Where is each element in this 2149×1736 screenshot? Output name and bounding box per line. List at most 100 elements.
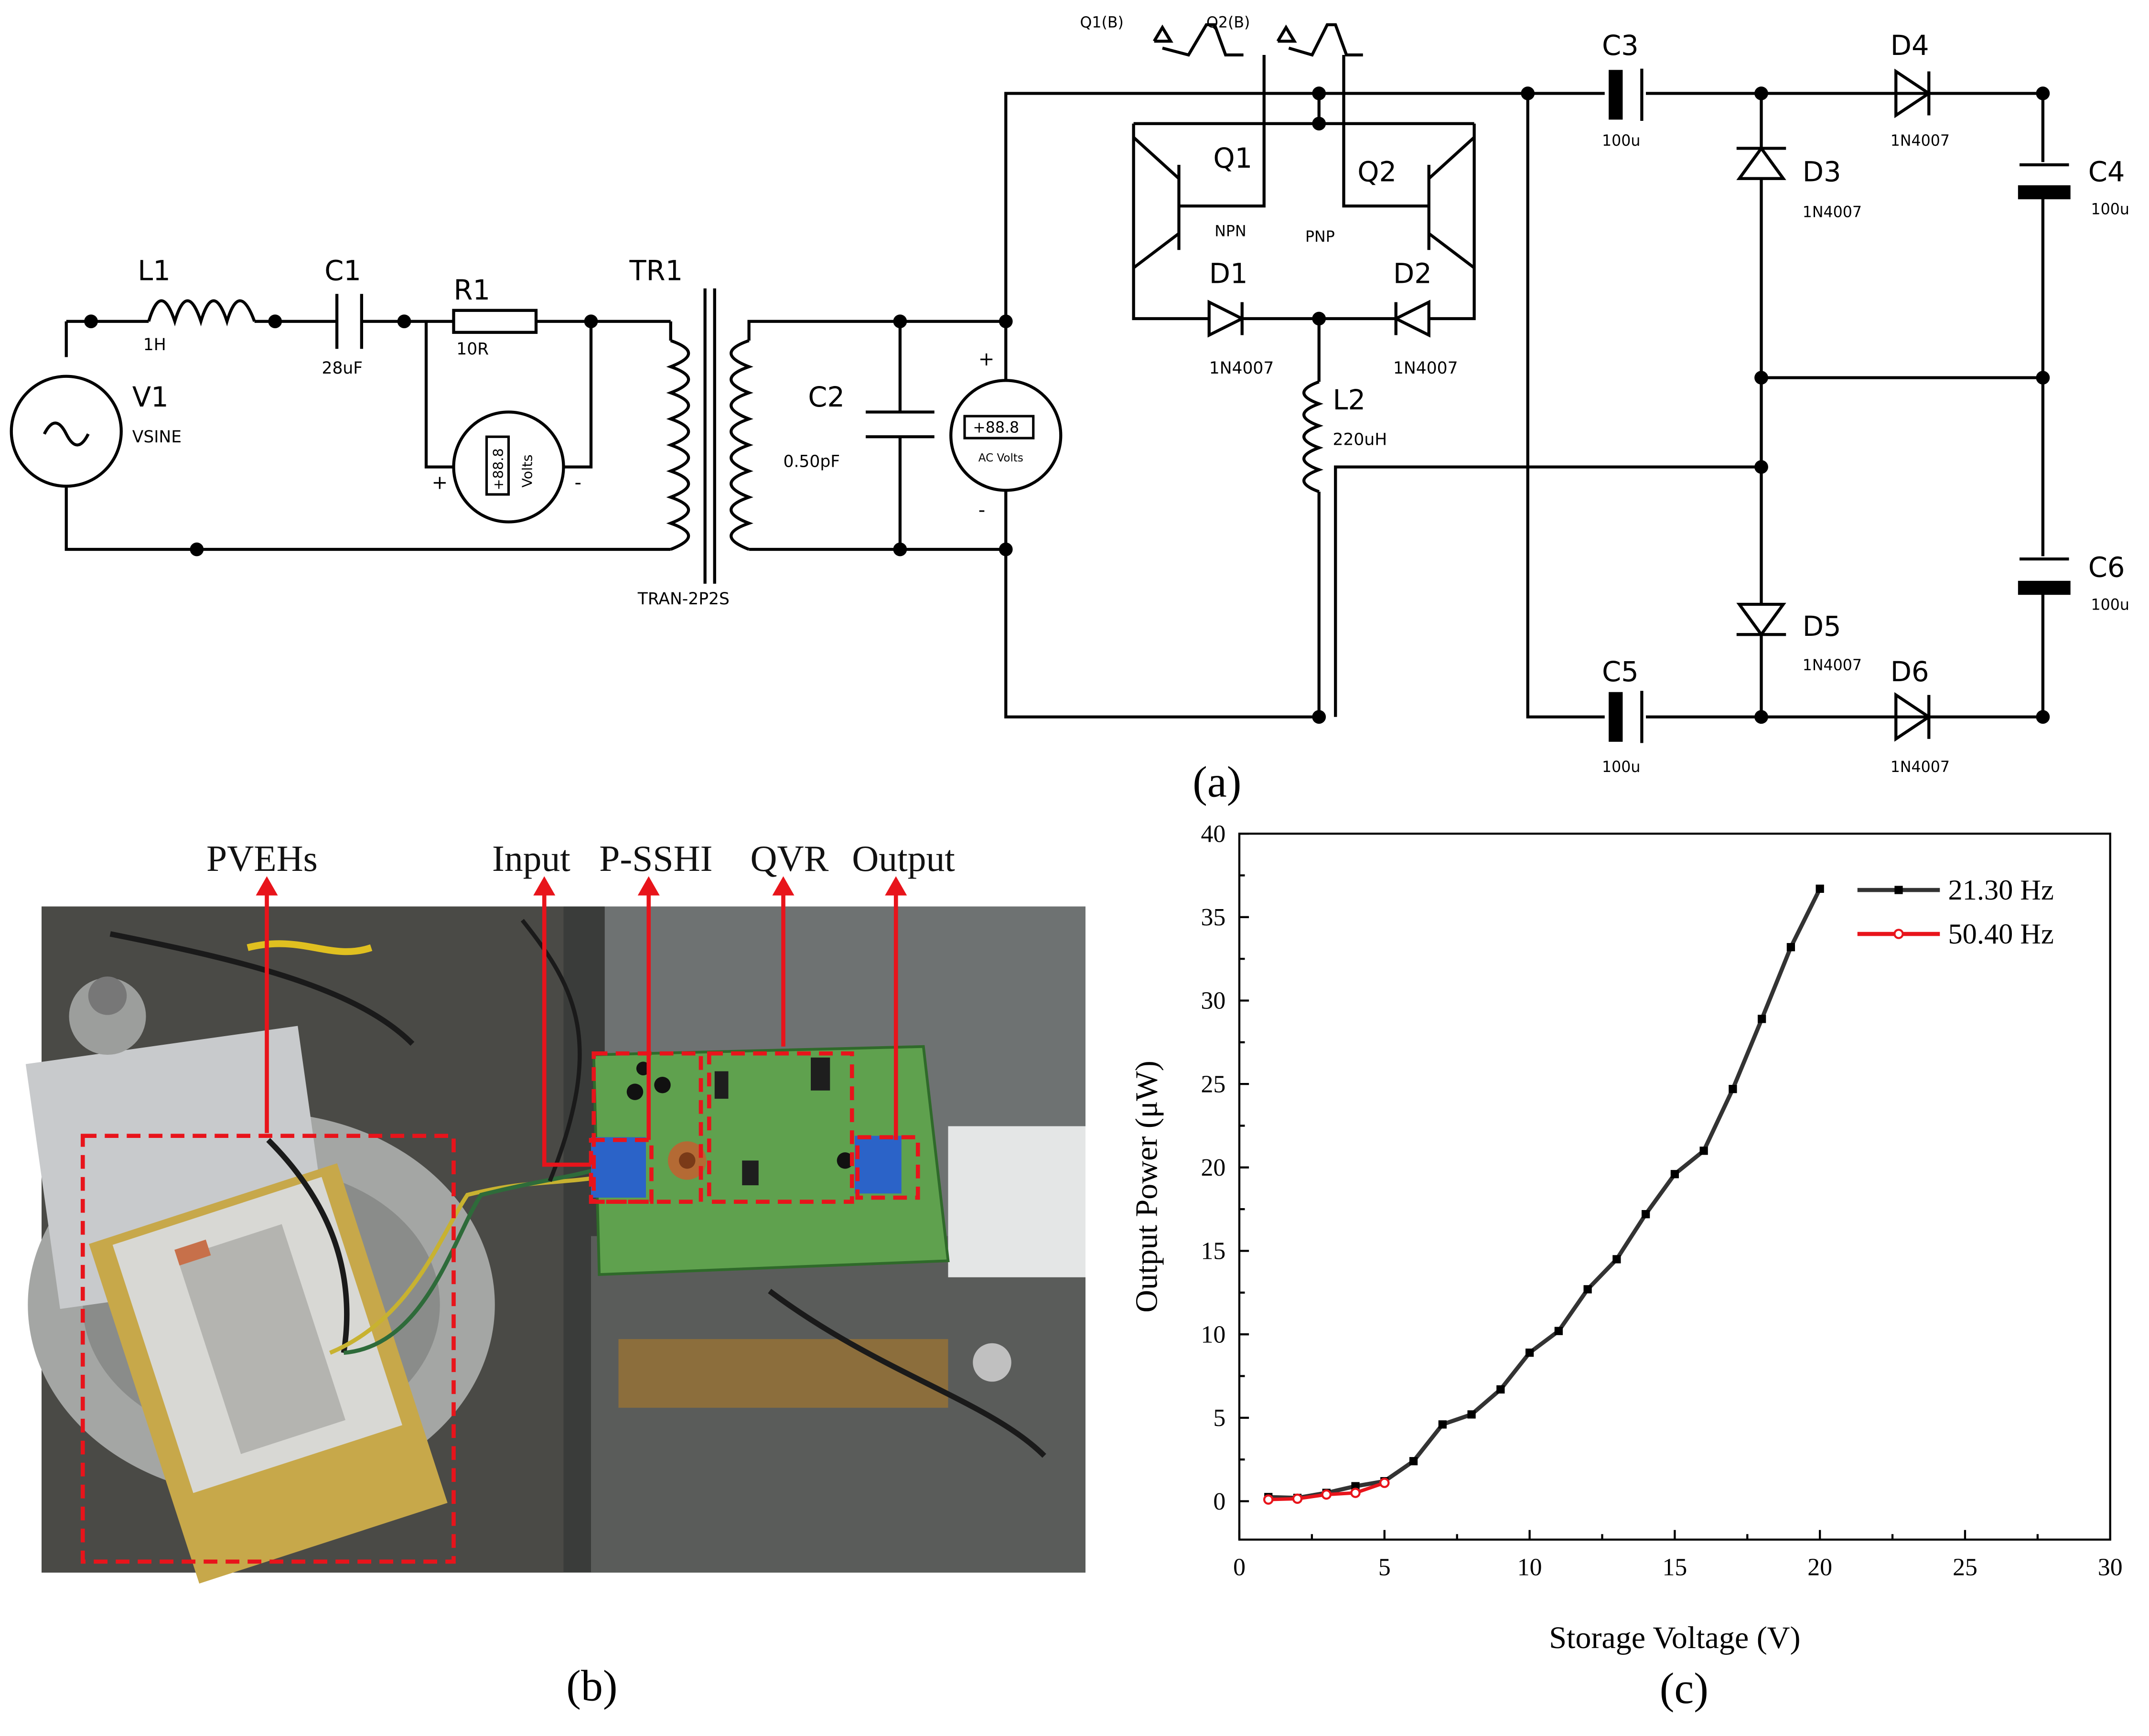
label-c4: C4 <box>2088 156 2125 188</box>
label-c2: C2 <box>808 381 845 413</box>
box-pvehs <box>80 1134 456 1564</box>
y-tick-marks <box>1239 832 1249 1502</box>
label-v1-value: VSINE <box>132 428 182 447</box>
voltage-source <box>10 375 123 488</box>
probe-q2: Q2(B) <box>1206 14 1250 32</box>
label-l2-value: 220uH <box>1333 430 1387 450</box>
box-input <box>589 1137 654 1204</box>
junction-dots <box>84 86 2050 724</box>
voltmeter-minus: - <box>575 472 582 494</box>
label-d5: D5 <box>1803 611 1841 643</box>
label-c5-value: 100u <box>1602 759 1640 776</box>
y-tick-label: 40 <box>1201 820 1226 847</box>
label-d3: D3 <box>1803 156 1841 188</box>
series-0 <box>1264 884 1824 1502</box>
data-point <box>1263 1494 1274 1505</box>
label-output: Output <box>852 838 955 879</box>
label-tr1: TR1 <box>629 255 683 287</box>
data-point <box>1409 1457 1418 1466</box>
y-tick-label: 0 <box>1213 1488 1225 1515</box>
label-q1: Q1 <box>1213 142 1252 174</box>
voltmeter <box>452 410 565 524</box>
x-tick-label: 15 <box>1663 1554 1687 1581</box>
y-tick-label: 30 <box>1201 987 1226 1015</box>
label-q1-type: NPN <box>1214 223 1246 240</box>
y-tick-labels: 0 5 10 15 20 25 30 35 40 <box>1201 820 1226 1515</box>
legend-label: 21.30 Hz <box>1948 874 2054 906</box>
x-tick-marks <box>1238 1530 2111 1540</box>
label-c4-value: 100u <box>2091 201 2129 218</box>
schematic-labels: V1 VSINE L1 1H C1 28uF R1 10R +88.8 Volt… <box>132 14 2129 776</box>
y-tick-label: 15 <box>1201 1238 1226 1265</box>
data-point <box>1525 1348 1534 1357</box>
data-point <box>1496 1385 1505 1394</box>
probe-q1: Q1(B) <box>1080 14 1124 32</box>
y-axis-label: Output Power (μW) <box>1129 1061 1164 1313</box>
y-tick-label: 20 <box>1201 1154 1226 1181</box>
caption-c: (c) <box>1660 1664 1708 1713</box>
label-input: Input <box>492 838 570 879</box>
label-d3-value: 1N4007 <box>1803 204 1862 221</box>
data-point <box>1379 1478 1390 1488</box>
label-c1: C1 <box>324 255 361 287</box>
ac-meter-display: +88.8 <box>973 419 1019 437</box>
label-d1-value: 1N4007 <box>1209 359 1274 378</box>
label-c3: C3 <box>1602 30 1639 62</box>
label-r1: R1 <box>454 274 491 306</box>
label-d4-value: 1N4007 <box>1891 132 1950 150</box>
label-c6-value: 100u <box>2091 597 2129 614</box>
label-c6: C6 <box>2088 552 2125 584</box>
label-d4: D4 <box>1891 30 1929 62</box>
voltmeter-display: +88.8 <box>490 448 506 490</box>
data-point <box>1816 884 1824 893</box>
label-l1: L1 <box>138 255 171 287</box>
y-tick-label: 5 <box>1213 1404 1225 1432</box>
label-qvr: QVR <box>751 838 829 879</box>
data-point <box>1612 1255 1621 1264</box>
legend-marker <box>1893 929 1904 939</box>
legend-label: 50.40 Hz <box>1948 918 2054 950</box>
label-l1-value: 1H <box>143 335 166 354</box>
x-tick-label: 25 <box>1953 1554 1977 1581</box>
label-c3-value: 100u <box>1602 132 1640 150</box>
label-d2: D2 <box>1393 257 1432 289</box>
ac-voltmeter <box>949 379 1063 492</box>
series-1 <box>1263 1478 1390 1505</box>
data-point <box>1350 1488 1361 1498</box>
label-q2: Q2 <box>1357 156 1397 188</box>
label-q2-type: PNP <box>1305 228 1335 246</box>
label-r1-value: 10R <box>456 340 489 359</box>
data-point <box>1670 1170 1679 1179</box>
label-pvehs: PVEHs <box>206 838 318 879</box>
label-c1-value: 28uF <box>322 359 363 378</box>
x-tick-label: 5 <box>1378 1554 1391 1581</box>
label-p-sshi: P-SSHI <box>599 838 712 879</box>
label-v1: V1 <box>132 381 169 413</box>
schematic-panel <box>64 23 2071 743</box>
ac-meter-plus: + <box>978 348 995 370</box>
data-point <box>1321 1489 1332 1500</box>
x-tick-label: 30 <box>2098 1554 2123 1581</box>
data-point <box>1641 1210 1650 1219</box>
y-tick-label: 10 <box>1201 1321 1226 1348</box>
legend-marker <box>1894 886 1903 894</box>
x-tick-label: 10 <box>1517 1554 1542 1581</box>
series-line <box>1268 888 1822 1500</box>
chart-panel: 0 5 10 15 20 25 30 0 5 10 15 20 25 30 35 40 21.30 Hz 50… <box>1129 820 2123 1655</box>
box-qvr <box>707 1051 854 1204</box>
y-tick-label: 35 <box>1201 904 1226 931</box>
label-d2-value: 1N4007 <box>1393 359 1458 378</box>
y-tick-label: 25 <box>1201 1071 1226 1098</box>
data-point <box>1729 1085 1737 1093</box>
data-point <box>1758 1015 1766 1023</box>
caption-b: (b) <box>566 1661 617 1710</box>
x-axis-label: Storage Voltage (V) <box>1549 1620 1800 1655</box>
data-point <box>1786 943 1795 952</box>
data-point <box>1554 1327 1563 1335</box>
data-point <box>1467 1410 1476 1419</box>
data-point <box>1699 1147 1708 1155</box>
data-point <box>1292 1493 1303 1504</box>
box-output <box>855 1135 920 1200</box>
